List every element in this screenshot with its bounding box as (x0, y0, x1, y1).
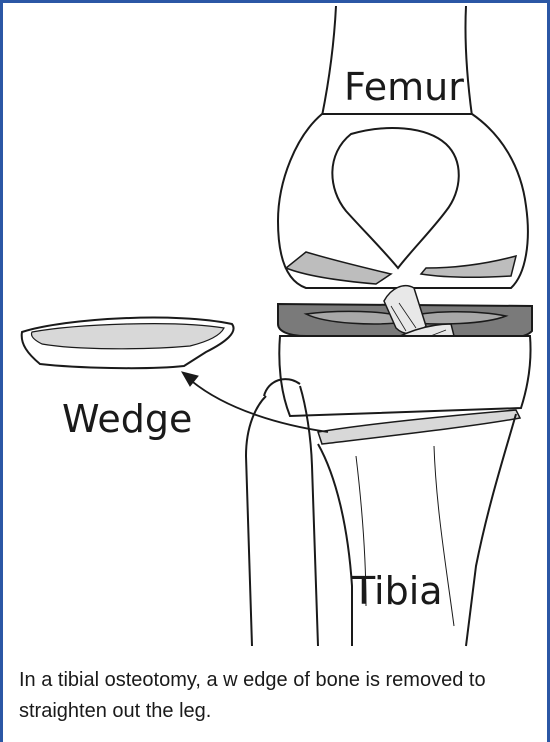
tibia-plateau (279, 336, 530, 416)
label-femur: Femur (344, 65, 464, 109)
fibula (246, 386, 318, 646)
label-tibia: Tibia (351, 569, 443, 613)
knee-osteotomy-illustration: Femur Wedge Tibia (6, 6, 550, 656)
label-wedge: Wedge (62, 397, 192, 441)
figure-caption: In a tibial osteotomy, a w edge of bone … (19, 665, 539, 727)
osteotomy-cut (318, 410, 520, 444)
